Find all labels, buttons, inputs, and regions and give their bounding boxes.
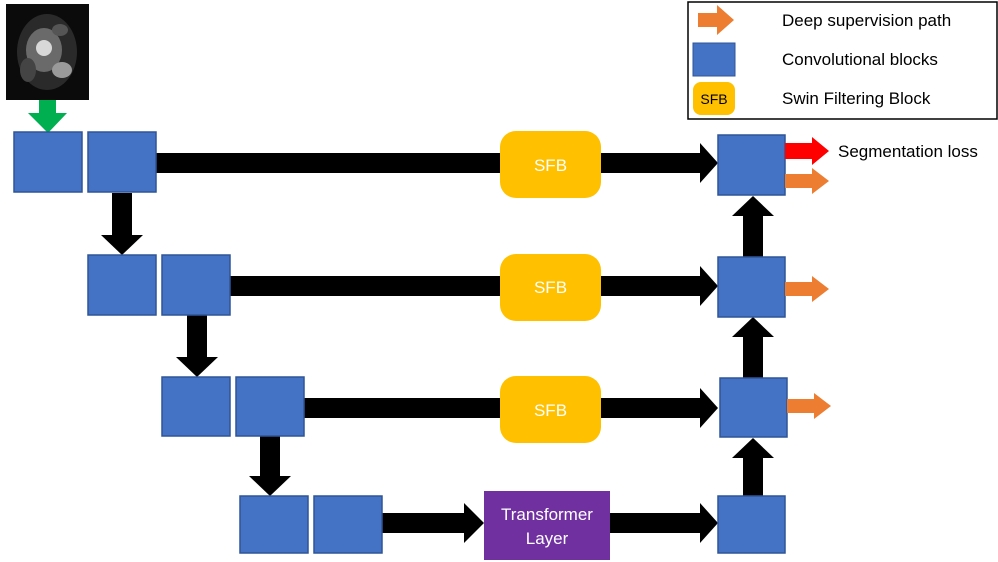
- conv-block: [235, 376, 305, 437]
- legend-deep-supervision: Deep supervision path: [782, 11, 951, 30]
- deep-supervision-legend-icon: [698, 5, 734, 35]
- encoder-blocks: [13, 131, 383, 554]
- deep-supervision-arrows: [785, 168, 831, 419]
- downsample-arrows: [101, 193, 291, 496]
- transformer-label-line1: Transformer: [501, 505, 593, 524]
- sfb-legend-icon: [693, 82, 735, 115]
- conv-block: [13, 131, 83, 193]
- legend: Deep supervision path Convolutional bloc…: [687, 1, 998, 120]
- conv-block: [87, 131, 157, 193]
- sfb-blocks: SFB SFB SFB: [500, 131, 601, 443]
- conv-block: [313, 495, 383, 554]
- sfb-block: [500, 254, 601, 321]
- conv-block: [717, 134, 786, 196]
- segmentation-arrow: [785, 137, 829, 165]
- sfb-label: SFB: [534, 278, 567, 297]
- conv-block-legend-icon: [692, 42, 736, 77]
- skip-connections: [156, 143, 718, 543]
- input-arrow: [28, 100, 67, 133]
- conv-block: [717, 495, 786, 554]
- sfb-block: [500, 131, 601, 198]
- conv-block: [717, 256, 786, 318]
- conv-block: [719, 377, 788, 438]
- legend-swin-filtering: Swin Filtering Block: [782, 89, 931, 108]
- sfb-block: [500, 376, 601, 443]
- legend-conv-blocks: Convolutional blocks: [782, 50, 938, 69]
- transformer-layer: Transformer Layer: [484, 491, 610, 560]
- conv-block: [87, 254, 157, 316]
- conv-block: [161, 376, 231, 437]
- conv-block: [161, 254, 231, 316]
- sfb-label: SFB: [534, 401, 567, 420]
- decoder-blocks: [717, 134, 788, 554]
- transformer-label-line2: Layer: [526, 529, 569, 548]
- sfb-legend-label: SFB: [700, 91, 727, 107]
- sfb-label: SFB: [534, 156, 567, 175]
- conv-block: [239, 495, 309, 554]
- input-image: [6, 4, 89, 100]
- upsample-arrows: [732, 196, 774, 496]
- segmentation-loss-label: Segmentation loss: [838, 142, 978, 161]
